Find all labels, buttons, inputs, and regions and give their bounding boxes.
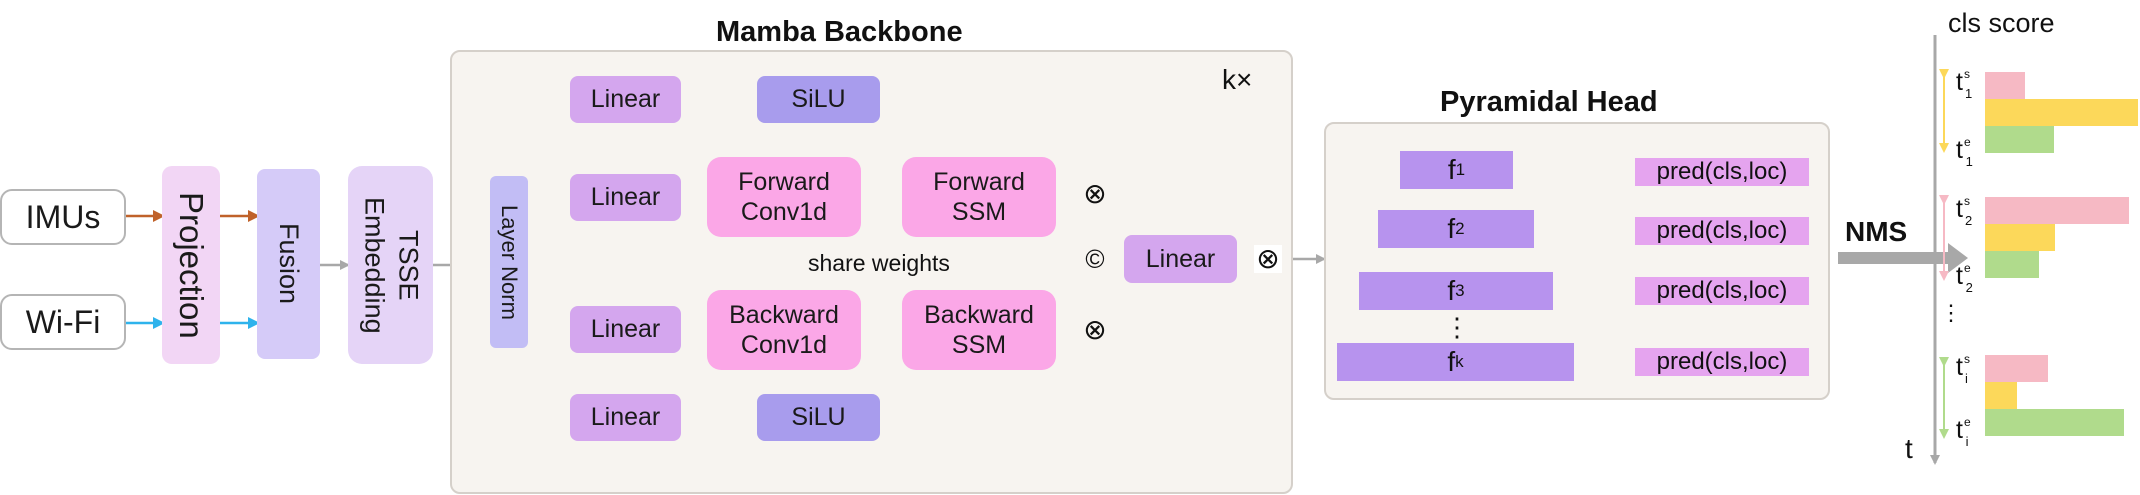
- linear-3-label: Linear: [590, 315, 661, 343]
- linear-3: Linear: [570, 306, 681, 353]
- concat-symbol: ©: [1081, 245, 1109, 273]
- score-bar-g2-2: [1985, 224, 2055, 251]
- backward-ssm: Backward SSM: [902, 290, 1056, 370]
- pred-3-label: pred(cls,loc): [1656, 277, 1788, 304]
- score-bar-g3-1: [1985, 355, 2048, 382]
- nms-label: NMS: [1845, 216, 1908, 247]
- silu-top-label: SiLU: [791, 85, 846, 113]
- linear-2: Linear: [570, 174, 681, 221]
- score-bar-g3-3: [1985, 409, 2124, 436]
- score-bar-g1-3: [1985, 126, 2054, 153]
- t1-start-label: ts1: [1956, 67, 1973, 101]
- layer-norm-module: Layer Norm: [490, 176, 528, 348]
- pred-level-k: pred(cls,loc): [1635, 348, 1809, 376]
- f1-label: f: [1447, 154, 1456, 185]
- forward-ssm-label: Forward SSM: [933, 168, 1025, 226]
- share-weights-label: share weights: [808, 250, 950, 276]
- silu-top: SiLU: [757, 76, 880, 123]
- fk-sub: k: [1455, 352, 1464, 371]
- score-bar-g2-3: [1985, 251, 2039, 278]
- pred-2-label: pred(cls,loc): [1656, 217, 1788, 244]
- score-bar-g2-1: [1985, 197, 2129, 224]
- pred-1-label: pred(cls,loc): [1656, 158, 1788, 185]
- wifi-input: Wi-Fi: [0, 294, 126, 350]
- f1-sub: 1: [1455, 160, 1466, 179]
- f2-sub: 2: [1455, 219, 1465, 238]
- cls-score-label: cls score: [1948, 8, 2055, 38]
- pred-k-label: pred(cls,loc): [1656, 348, 1788, 375]
- pred-level-3: pred(cls,loc): [1635, 277, 1809, 305]
- backward-ssm-label: Backward SSM: [924, 301, 1034, 359]
- multiply-symbol-3: ⊗: [1254, 245, 1282, 273]
- head-title: Pyramidal Head: [1440, 86, 1658, 118]
- layer-norm-label: Layer Norm: [497, 204, 522, 320]
- head-ellipsis: ⋮: [1444, 312, 1470, 342]
- imu-label: IMUs: [25, 198, 101, 235]
- forward-conv1d-label: Forward Conv1d: [738, 168, 830, 226]
- linear-4: Linear: [570, 394, 681, 441]
- linear-1-label: Linear: [590, 85, 661, 113]
- linear-out: Linear: [1124, 235, 1237, 283]
- silu-bottom-label: SiLU: [791, 403, 846, 431]
- linear-2-label: Linear: [590, 183, 661, 211]
- output-ellipsis: ⋮: [1940, 300, 1962, 325]
- backward-conv1d: Backward Conv1d: [707, 290, 861, 370]
- backbone-title: Mamba Backbone: [716, 16, 963, 48]
- repeat-label: k×: [1222, 64, 1253, 95]
- ti-start-label: tsi: [1956, 352, 1970, 386]
- linear-1: Linear: [570, 76, 681, 123]
- fusion-module: Fusion: [257, 169, 320, 359]
- fusion-label: Fusion: [274, 223, 304, 305]
- projection-label: Projection: [173, 191, 210, 339]
- multiply-symbol-1: ⊗: [1081, 180, 1109, 208]
- imu-input: IMUs: [0, 189, 126, 245]
- f2-label: f: [1447, 213, 1456, 244]
- t2-start-label: ts2: [1956, 194, 1973, 228]
- wifi-label: Wi-Fi: [25, 303, 101, 340]
- multiply-symbol-2: ⊗: [1081, 316, 1109, 344]
- t2-end-label: te2: [1956, 261, 1973, 295]
- linear-4-label: Linear: [590, 403, 661, 431]
- pred-level-2: pred(cls,loc): [1635, 217, 1809, 245]
- tsse-label: TSSE Embedding: [359, 196, 424, 334]
- silu-bottom: SiLU: [757, 394, 880, 441]
- forward-ssm: Forward SSM: [902, 157, 1056, 237]
- score-bar-g1-1: [1985, 72, 2025, 99]
- tsse-embedding-module: TSSE Embedding: [348, 166, 433, 364]
- f3-sub: 3: [1455, 281, 1465, 300]
- nms-arrow: [1838, 243, 1968, 273]
- score-bar-g3-2: [1985, 382, 2017, 409]
- fk-label: f: [1447, 346, 1456, 377]
- ti-end-label: tei: [1956, 415, 1971, 449]
- backward-conv1d-label: Backward Conv1d: [729, 301, 839, 359]
- linear-out-label: Linear: [1145, 244, 1216, 273]
- f3-label: f: [1447, 275, 1456, 306]
- time-axis-label: t: [1905, 433, 1913, 464]
- t1-end-label: te1: [1956, 135, 1973, 169]
- pred-level-1: pred(cls,loc): [1635, 158, 1809, 186]
- score-bar-g1-2: [1985, 99, 2138, 126]
- forward-conv1d: Forward Conv1d: [707, 157, 861, 237]
- projection-module: Projection: [162, 166, 220, 364]
